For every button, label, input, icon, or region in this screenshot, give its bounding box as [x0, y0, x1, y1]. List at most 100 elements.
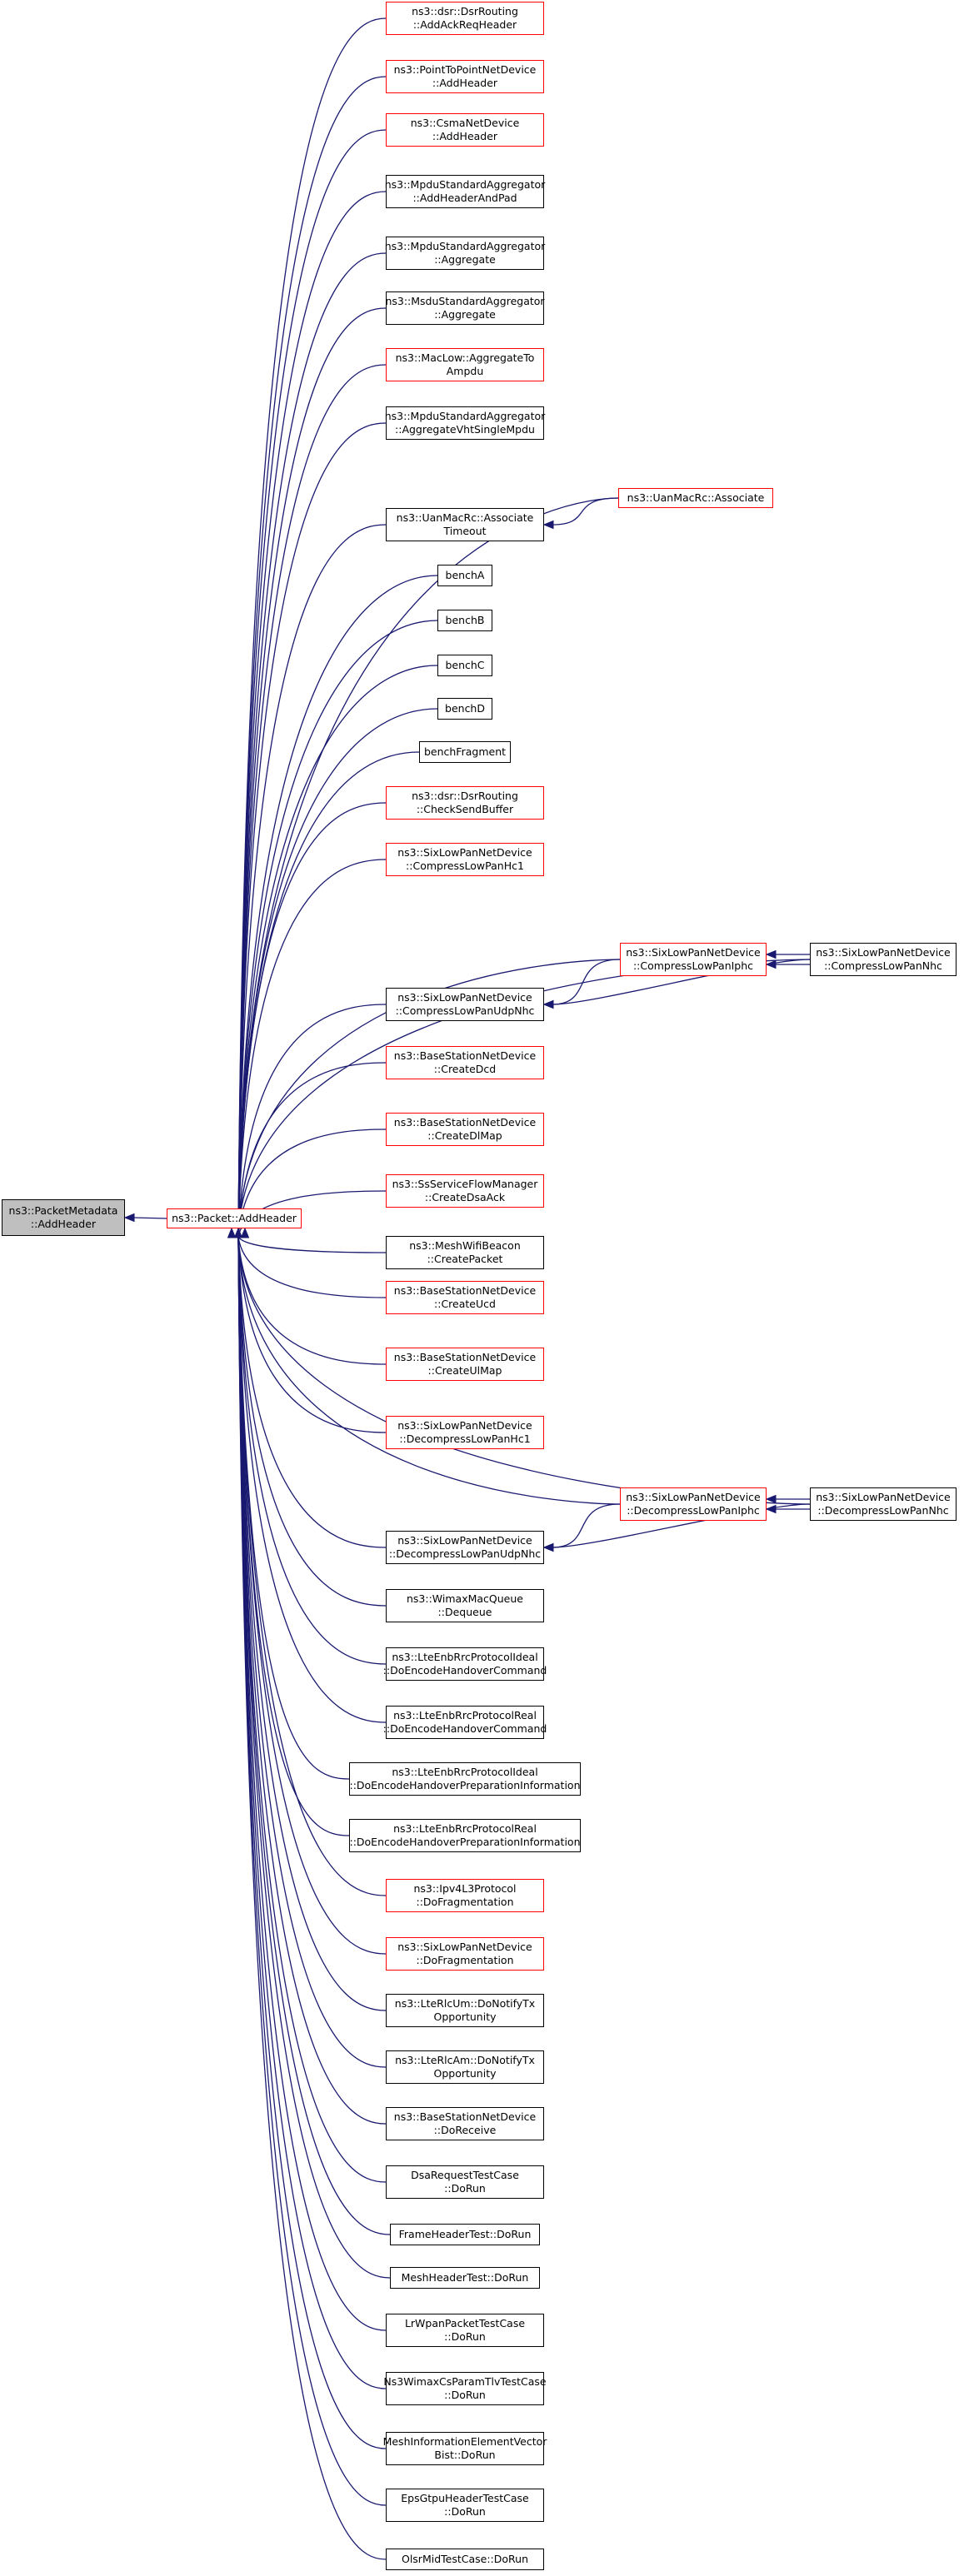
node-label-line: ns3::UanMacRc::Associate [627, 491, 765, 504]
node-label-line: ::CreateDcd [433, 1063, 497, 1075]
edge-addheader-c10 [237, 620, 438, 1238]
node-c24[interactable]: ns3::SixLowPanNetDevice::DecompressLowPa… [386, 1531, 544, 1564]
node-label-line: ns3::PacketMetadata [8, 1204, 118, 1217]
node-c30[interactable]: ns3::Ipv4L3Protocol::DoFragmentation [386, 1879, 544, 1912]
arrowhead-cnhc-cip [765, 959, 777, 969]
node-c12[interactable]: benchD [437, 698, 492, 720]
arrowhead-c24-dnhc [542, 1542, 554, 1552]
node-label-line: ::AddHeader [432, 130, 498, 142]
edge-addheader-c31 [237, 1236, 387, 1955]
node-c22[interactable]: ns3::BaseStationNetDevice::CreateUlMap [386, 1348, 544, 1381]
node-label-line: ::DoFragmentation [416, 1954, 514, 1966]
node-root[interactable]: ns3::PacketMetadata::AddHeader [2, 1199, 125, 1236]
node-c18[interactable]: ns3::BaseStationNetDevice::CreateDlMap [386, 1113, 544, 1146]
node-label-line: ns3::LteEnbRrcProtocolReal [393, 1822, 537, 1835]
node-label-line: ::DoRun [444, 2389, 486, 2401]
node-c13[interactable]: benchFragment [419, 741, 511, 763]
node-c10[interactable]: benchB [437, 610, 492, 631]
node-label-line: ::CreateUcd [434, 1298, 496, 1310]
node-c19[interactable]: ns3::SsServiceFlowManager::CreateDsaAck [386, 1174, 544, 1208]
node-c16[interactable]: ns3::SixLowPanNetDevice::CompressLowPanU… [386, 988, 544, 1021]
node-label-line: ::DecompressLowPanUdpNhc [388, 1547, 542, 1560]
node-cip[interactable]: ns3::SixLowPanNetDevice::CompressLowPanI… [620, 943, 767, 976]
node-label-line: ns3::dsr::DsrRouting [412, 5, 518, 17]
node-label-line: ::DecompressLowPanHc1 [399, 1432, 531, 1445]
node-label-line: ::AggregateVhtSingleMpdu [395, 423, 535, 436]
edge-c16-cnhc [552, 959, 811, 1005]
edge-addheader-c1 [237, 76, 387, 1238]
edge-addheader-c26 [237, 1236, 387, 1665]
node-label-line: ns3::LteEnbRrcProtocolIdeal [392, 1766, 538, 1778]
node-c21[interactable]: ns3::BaseStationNetDevice::CreateUcd [386, 1281, 544, 1314]
node-c2[interactable]: ns3::CsmaNetDevice::AddHeader [386, 113, 544, 147]
node-c3[interactable]: ns3::MpduStandardAggregator::AddHeaderAn… [385, 175, 545, 208]
node-c4[interactable]: ns3::MpduStandardAggregator::Aggregate [385, 237, 545, 270]
node-label-line: ns3::LteEnbRrcProtocolIdeal [392, 1651, 538, 1663]
node-u1[interactable]: ns3::UanMacRc::Associate [618, 488, 773, 508]
node-label-line: ::DoFragmentation [416, 1896, 514, 1908]
node-label-line: LrWpanPacketTestCase [404, 2317, 526, 2329]
node-c34[interactable]: ns3::BaseStationNetDevice::DoReceive [386, 2107, 544, 2140]
node-c41[interactable]: EpsGtpuHeaderTestCase::DoRun [386, 2489, 544, 2522]
node-c17[interactable]: ns3::BaseStationNetDevice::CreateDcd [386, 1046, 544, 1079]
node-label-line: benchA [445, 569, 485, 581]
node-c42[interactable]: OlsrMidTestCase::DoRun [386, 2549, 544, 2570]
node-c35[interactable]: DsaRequestTestCase::DoRun [386, 2165, 544, 2199]
edge-addheader-c20 [237, 1236, 387, 1253]
arrowhead-fan-up-right [240, 1227, 250, 1238]
node-c25[interactable]: ns3::WimaxMacQueue::Dequeue [386, 1589, 544, 1622]
edge-addheader-c2 [237, 129, 387, 1238]
node-c11[interactable]: benchC [437, 655, 492, 676]
node-c15[interactable]: ns3::SixLowPanNetDevice::CompressLowPanH… [386, 843, 544, 876]
node-c27[interactable]: ns3::LteEnbRrcProtocolReal::DoEncodeHand… [383, 1706, 547, 1739]
edge-addheader-c4 [237, 252, 387, 1238]
node-label-line: ::AddHeaderAndPad [412, 192, 517, 204]
node-c1[interactable]: ns3::PointToPointNetDevice::AddHeader [386, 60, 544, 93]
edge-addheader-c36 [237, 1236, 391, 2235]
node-c23[interactable]: ns3::SixLowPanNetDevice::DecompressLowPa… [386, 1416, 544, 1449]
node-c0[interactable]: ns3::dsr::DsrRouting::AddAckReqHeader [386, 2, 544, 35]
edge-addheader-c25 [237, 1236, 387, 1607]
arrowhead-dnhc-dip [765, 1504, 777, 1514]
node-label-line: ns3::SixLowPanNetDevice [397, 1941, 532, 1953]
node-dip[interactable]: ns3::SixLowPanNetDevice::DecompressLowPa… [620, 1487, 767, 1521]
node-cnhc[interactable]: ns3::SixLowPanNetDevice::CompressLowPanN… [810, 943, 957, 976]
node-label-line: ns3::SsServiceFlowManager [392, 1178, 538, 1190]
node-addheader[interactable]: ns3::Packet::AddHeader [167, 1208, 302, 1228]
node-dnhc[interactable]: ns3::SixLowPanNetDevice::DecompressLowPa… [810, 1487, 957, 1521]
edge-addheader-c7 [237, 422, 387, 1238]
node-c37[interactable]: MeshHeaderTest::DoRun [390, 2267, 540, 2289]
node-c20[interactable]: ns3::MeshWifiBeacon::CreatePacket [386, 1236, 544, 1269]
node-c9[interactable]: benchA [437, 565, 492, 586]
node-label-line: ns3::SixLowPanNetDevice [626, 1491, 761, 1503]
node-c14[interactable]: ns3::dsr::DsrRouting::CheckSendBuffer [386, 786, 544, 820]
edge-addheader-c28 [237, 1236, 350, 1780]
node-c5[interactable]: ns3::MsduStandardAggregator::Aggregate [385, 291, 545, 325]
node-label-line: ns3::BaseStationNetDevice [393, 1284, 537, 1297]
node-c26[interactable]: ns3::LteEnbRrcProtocolIdeal::DoEncodeHan… [383, 1647, 547, 1681]
node-label-line: ns3::SixLowPanNetDevice [816, 1491, 951, 1503]
edge-addheader-c0 [237, 17, 387, 1238]
node-c31[interactable]: ns3::SixLowPanNetDevice::DoFragmentation [386, 1937, 544, 1971]
edge-addheader-c16 [237, 1004, 387, 1238]
node-c29[interactable]: ns3::LteEnbRrcProtocolReal::DoEncodeHand… [349, 1819, 581, 1852]
node-label-line: ::CreateDlMap [427, 1129, 502, 1142]
node-label-line: ::CompressLowPanIphc [632, 959, 754, 972]
node-c7[interactable]: ns3::MpduStandardAggregator::AggregateVh… [385, 406, 545, 440]
node-label-line: ::Dequeue [437, 1606, 492, 1618]
node-label-line: ns3::SixLowPanNetDevice [626, 946, 761, 959]
node-c28[interactable]: ns3::LteEnbRrcProtocolIdeal::DoEncodeHan… [349, 1762, 581, 1796]
node-label-line: Opportunity [433, 2067, 497, 2080]
node-c39[interactable]: Ns3WimaxCsParamTlvTestCase::DoRun [383, 2372, 547, 2405]
node-label-line: ::CompressLowPanNhc [824, 959, 942, 972]
node-label-line: ::Aggregate [434, 253, 496, 266]
node-c36[interactable]: FrameHeaderTest::DoRun [390, 2224, 540, 2245]
edge-addheader-c8 [237, 524, 387, 1238]
edge-addheader-c18 [237, 1129, 387, 1238]
node-c38[interactable]: LrWpanPacketTestCase::DoRun [386, 2314, 544, 2347]
